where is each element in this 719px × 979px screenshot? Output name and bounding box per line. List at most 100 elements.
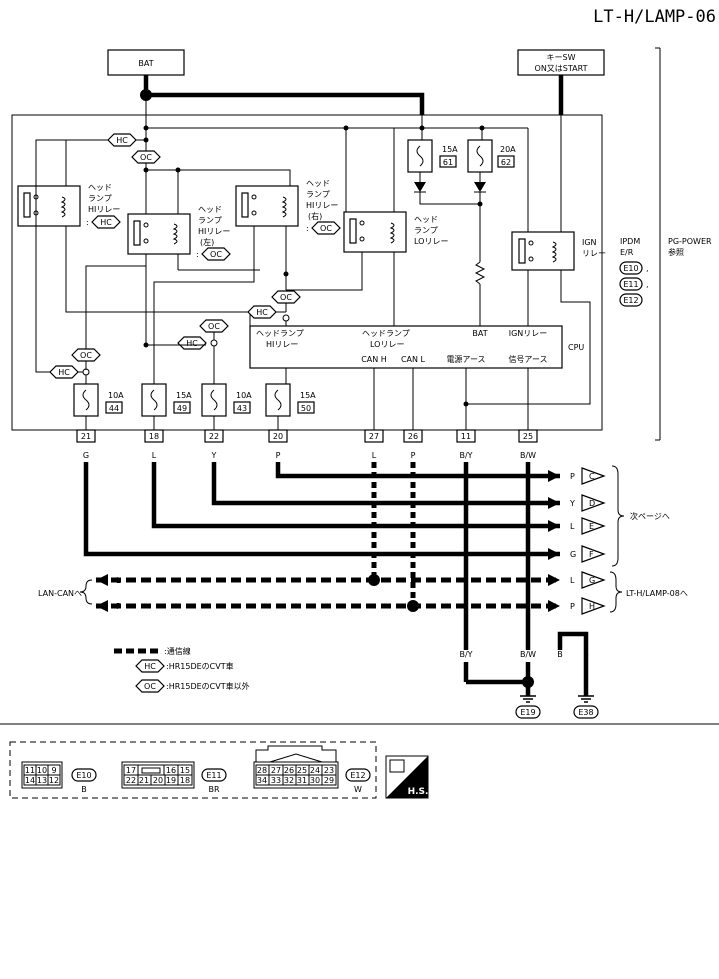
oc-tag-left: OC — [71, 348, 101, 362]
svg-text:HC: HC — [116, 136, 128, 145]
ground-e38: E38 — [578, 708, 593, 717]
svg-text:44: 44 — [109, 404, 119, 413]
fuse-50: 15A 50 — [265, 383, 316, 417]
svg-text:B: B — [81, 785, 87, 794]
cpu-gnd-signal: 信号アース — [508, 354, 547, 364]
connector-view-frame — [9, 741, 377, 799]
fuse-62-amp: 20A — [500, 145, 516, 154]
svg-text:OC: OC — [144, 682, 156, 691]
harness-view-icon — [389, 759, 405, 773]
svg-text:HC: HC — [144, 662, 156, 671]
cpu-can-h: CAN H — [361, 355, 387, 364]
svg-text:26: 26 — [284, 766, 294, 775]
svg-text:34: 34 — [257, 776, 267, 785]
cpu-label: CPU — [568, 343, 584, 352]
svg-text:20: 20 — [153, 776, 163, 785]
svg-text:W: W — [354, 785, 362, 794]
svg-text:E11: E11 — [206, 771, 221, 780]
cpu-hi-relay-2: HIリレー — [266, 340, 298, 349]
hi-left-label-4: (左) — [200, 237, 214, 247]
svg-text:10: 10 — [37, 766, 47, 775]
row-p-color: P — [570, 472, 575, 481]
oc-tag-hi-right: OC — [311, 221, 341, 235]
hi-right-label-4: (右) — [308, 211, 322, 221]
cpu-bat: BAT — [472, 329, 487, 338]
svg-text:12: 12 — [49, 776, 59, 785]
row-g-color: G — [570, 550, 576, 559]
next-page-arrows: C D E F — [581, 467, 606, 563]
terminal-row: 21 18 22 20 27 26 11 25 — [76, 429, 538, 443]
svg-text:OC: OC — [208, 322, 220, 331]
cpu-ign: IGNリレー — [509, 329, 548, 338]
terminal-25: 25 — [523, 432, 533, 441]
cpu-lo-relay-1: ヘッドランプ — [362, 329, 410, 338]
hc-tag-left: HC — [49, 365, 79, 379]
bat-box — [107, 49, 185, 76]
svg-text:,: , — [646, 280, 649, 289]
key-switch-box — [517, 49, 605, 76]
wire-color-25: B/W — [520, 451, 536, 460]
svg-text:E12: E12 — [350, 771, 365, 780]
oc-tag-mid-2: OC — [199, 319, 229, 333]
pg-power-ref-2: 参照 — [668, 247, 684, 257]
fuse-61-amp: 15A — [442, 145, 458, 154]
svg-text:HC: HC — [100, 218, 112, 227]
svg-text:27: 27 — [271, 766, 281, 775]
svg-text:HC: HC — [58, 368, 70, 377]
cpu-can-l: CAN L — [401, 355, 426, 364]
ground-junction — [522, 676, 534, 688]
key-switch-label-1: キーSW — [547, 53, 576, 62]
hi-left-label-1: ヘッド — [198, 205, 222, 214]
hi-right-label-1: ヘッド — [306, 179, 330, 188]
connector-e10-tag: E10 — [623, 264, 638, 273]
svg-text:OC: OC — [80, 351, 92, 360]
svg-text:33: 33 — [271, 776, 281, 785]
svg-text:OC: OC — [280, 293, 292, 302]
wire-color-11: B/Y — [459, 451, 472, 460]
svg-text:21: 21 — [139, 776, 149, 785]
connector-e12-tag: E12 — [623, 296, 638, 305]
pg-power-ref-1: PG-POWER — [668, 237, 712, 246]
connector-e11-view: 17 16 15 22 21 20 19 18 E11 BR — [121, 761, 227, 794]
svg-text:49: 49 — [177, 404, 187, 413]
hi-relay-label-1: ヘッド — [88, 183, 112, 192]
svg-text:22: 22 — [126, 776, 136, 785]
ground-e19: E19 — [520, 708, 535, 717]
svg-text:16: 16 — [166, 766, 176, 775]
fuse-43: 10A 43 — [201, 383, 252, 417]
svg-text:OC: OC — [210, 250, 222, 259]
svg-text:HC: HC — [256, 308, 268, 317]
svg-text:E10: E10 — [76, 771, 91, 780]
svg-text::: : — [306, 224, 309, 233]
hc-tag-mid-2: HC — [177, 336, 207, 350]
legend-hc-text: :HR15DEのCVT車 — [166, 661, 234, 671]
svg-text:15: 15 — [180, 766, 190, 775]
lan-can-label: LAN-CANへ — [38, 589, 82, 598]
svg-text:BR: BR — [208, 785, 219, 794]
wire-color-22: Y — [211, 451, 217, 460]
svg-text:23: 23 — [324, 766, 334, 775]
can-l-color-left: L — [116, 576, 121, 585]
wire-color-18: L — [152, 451, 157, 460]
legend-comm-line: :通信線 — [164, 646, 191, 656]
svg-text:43: 43 — [237, 404, 247, 413]
oc-tag-mid-1: OC — [271, 290, 301, 304]
hc-tag-mid-1: HC — [247, 305, 277, 319]
svg-text:,: , — [646, 264, 649, 273]
terminal-18: 18 — [149, 432, 159, 441]
svg-text:OC: OC — [320, 224, 332, 233]
wire-color-26: P — [411, 451, 416, 460]
wire-color-20: P — [276, 451, 281, 460]
svg-text:28: 28 — [257, 766, 267, 775]
terminal-26: 26 — [408, 432, 418, 441]
svg-text:17: 17 — [126, 766, 136, 775]
key-switch-label-2: ON又はSTART — [535, 64, 588, 73]
svg-text:D: D — [589, 499, 595, 508]
svg-text:H: H — [589, 602, 595, 611]
svg-text::: : — [196, 250, 199, 259]
bat-label: BAT — [138, 59, 153, 68]
svg-text:18: 18 — [180, 776, 190, 785]
terminal-22: 22 — [209, 432, 219, 441]
hi-right-label-3: HIリレー — [306, 201, 338, 210]
